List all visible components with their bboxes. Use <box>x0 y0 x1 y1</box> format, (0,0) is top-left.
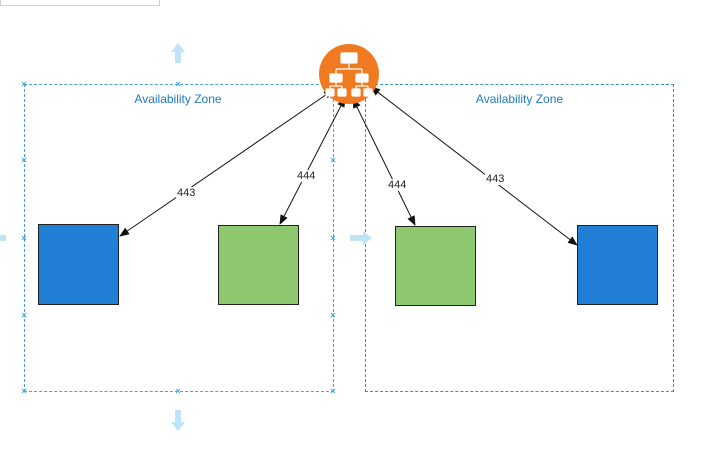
resize-arrow-down-icon[interactable] <box>171 410 185 431</box>
instance-blue-right[interactable] <box>577 225 658 305</box>
connection-443-right[interactable] <box>370 86 578 246</box>
resize-arrow-up-icon[interactable] <box>171 43 185 63</box>
resize-arrow-right-icon[interactable] <box>350 231 372 245</box>
connection-label-444-right: 444 <box>387 179 408 191</box>
resize-arrow-left-icon[interactable] <box>0 235 6 241</box>
load-balancer[interactable] <box>319 44 379 104</box>
connection-label-443-right: 443 <box>485 173 506 185</box>
connection-444-right[interactable] <box>352 98 416 226</box>
connection-label-444-left: 444 <box>296 170 317 182</box>
connection-label-443-left: 443 <box>176 187 197 199</box>
toolbar-stub <box>0 0 160 6</box>
connection-443-left[interactable] <box>119 89 334 237</box>
connection-444-left[interactable] <box>279 97 346 225</box>
load-balancer-icon <box>325 52 373 97</box>
instance-blue-left[interactable] <box>38 224 119 305</box>
selection-handles[interactable] <box>21 81 336 394</box>
instance-green-left[interactable] <box>218 225 299 305</box>
